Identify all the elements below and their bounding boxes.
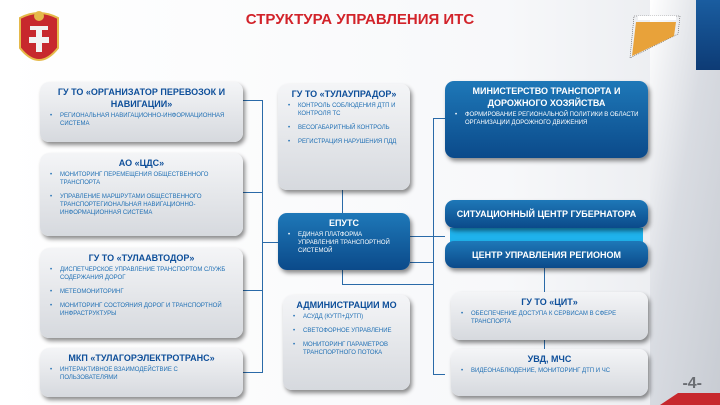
- box-item: Весогабаритный контроль: [286, 124, 402, 132]
- connector: [342, 190, 343, 213]
- box-title: ЦЕНТР УПРАВЛЕНИЯ РЕГИОНОМ: [472, 249, 621, 260]
- org-box-municipal-admins: АДМИНИСТРАЦИИ МО АСУДД (КУТП+ДУТП) Светоф…: [283, 295, 410, 390]
- page-title: СТРУКТУРА УПРАВЛЕНИЯ ИТС: [245, 11, 475, 28]
- org-box-ministry: МИНИСТЕРСТВО ТРАНСПОРТА И ДОРОЖНОГО ХОЗЯ…: [445, 81, 648, 158]
- connector: [433, 118, 445, 119]
- connector: [342, 284, 434, 285]
- org-box-tulaavtodor: ГУ ТО «ТУЛААВТОДОР» Диспетчерское управл…: [40, 248, 243, 338]
- page-number: -4-: [682, 375, 702, 392]
- link-strip: [450, 228, 643, 242]
- org-box-region-control-center: ЦЕНТР УПРАВЛЕНИЯ РЕГИОНОМ: [445, 241, 648, 268]
- connector: [243, 290, 263, 291]
- connector: [410, 236, 445, 237]
- box-item: Мониторинг состояния дорог и транспортно…: [48, 302, 235, 318]
- box-item: Контроль соблюдения ДТП и контроля ТС: [286, 102, 402, 118]
- box-title: ГУ ТО «ЦИТ»: [521, 297, 578, 307]
- box-item: Мониторинг перемещения общественного тра…: [48, 171, 235, 187]
- connector: [410, 262, 434, 263]
- box-title: ЕПУТС: [328, 218, 360, 228]
- box-title: АО «ЦДС»: [118, 158, 165, 168]
- org-box-transport-organizer: ГУ ТО «ОРГАНИЗАТОР ПЕРЕВОЗОК И НАВИГАЦИИ…: [40, 82, 243, 142]
- box-item: Единая платформа управления транспортной…: [286, 231, 402, 255]
- org-box-eputs: ЕПУТС Единая платформа управления трансп…: [278, 213, 410, 270]
- connector: [262, 242, 278, 243]
- box-title: МКП «ТУЛАГОРЭЛЕКТРОТРАНС»: [68, 353, 215, 363]
- connector: [243, 100, 263, 101]
- box-item: Управление маршрутами общественного тран…: [48, 193, 235, 217]
- org-box-cds: АО «ЦДС» Мониторинг перемещения обществе…: [40, 153, 243, 236]
- org-box-tulauprador: ГУ ТО «ТУЛАУПРАДОР» Контроль соблюдения …: [278, 84, 410, 190]
- box-title: АДМИНИСТРАЦИИ МО: [296, 300, 397, 310]
- connector: [433, 374, 445, 375]
- connector-right: [433, 118, 434, 375]
- connector: [342, 270, 343, 284]
- box-item: Регистрация нарушения ПДД: [286, 138, 402, 146]
- box-item: Региональная навигационно-информационная…: [48, 112, 235, 128]
- national-projects-logo: [629, 15, 681, 59]
- box-title: СИТУАЦИОННЫЙ ЦЕНТР ГУБЕРНАТОРА: [456, 209, 637, 219]
- box-title: ГУ ТО «ТУЛААВТОДОР»: [88, 253, 195, 263]
- box-title: УВД, МЧС: [527, 354, 572, 364]
- box-item: Интерактивное взаимодействие с пользоват…: [48, 366, 235, 382]
- bottom-decoration: [660, 393, 720, 405]
- org-box-governor-situation-center: СИТУАЦИОННЫЙ ЦЕНТР ГУБЕРНАТОРА: [445, 200, 648, 228]
- org-box-tulagorelektrotrans: МКП «ТУЛАГОРЭЛЕКТРОТРАНС» Интерактивное …: [40, 348, 243, 397]
- box-title: ГУ ТО «ТУЛАУПРАДОР»: [291, 89, 397, 99]
- box-title: ГУ ТО «ОРГАНИЗАТОР ПЕРЕВОЗОК И НАВИГАЦИИ…: [57, 87, 226, 109]
- box-item: Метеомониторинг: [48, 288, 235, 296]
- box-item: Мониторинг параметров транспортного пото…: [291, 341, 402, 357]
- connector: [544, 268, 545, 292]
- connector-left: [262, 100, 263, 372]
- box-item: Обеспечение доступа к сервисам в сфере т…: [459, 310, 640, 326]
- box-item: Формирование региональной политики в обл…: [453, 111, 640, 127]
- tula-coat-of-arms-icon: [19, 11, 59, 61]
- org-box-uvd-mchs: УВД, МЧС Видеонаблюдение, мониторинг ДТП…: [451, 349, 648, 396]
- box-item: АСУДД (КУТП+ДУТП): [291, 313, 402, 321]
- box-item: Видеонаблюдение, мониторинг ДТП и ЧС: [459, 367, 640, 375]
- box-item: Диспетчерское управление транспортом слу…: [48, 266, 235, 282]
- connector: [243, 192, 263, 193]
- org-box-cit: ГУ ТО «ЦИТ» Обеспечение доступа к сервис…: [451, 292, 648, 340]
- box-title: МИНИСТЕРСТВО ТРАНСПОРТА И ДОРОЖНОГО ХОЗЯ…: [472, 86, 621, 108]
- box-item: Светофорное управление: [291, 327, 402, 335]
- connector: [544, 340, 545, 349]
- connector: [243, 372, 263, 373]
- corner-decoration: [696, 0, 720, 70]
